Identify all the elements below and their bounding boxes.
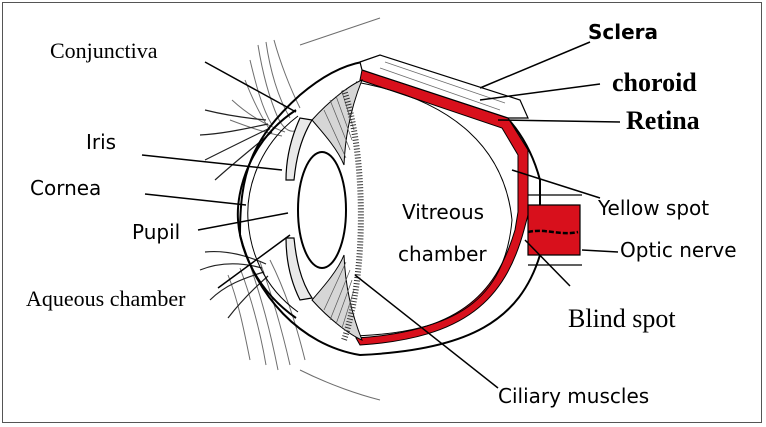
label-conjunctiva: Conjunctiva [50,40,158,62]
label-blind-spot: Blind spot [568,306,676,332]
label-iris: Iris [86,132,116,152]
label-aqueous-chamber: Aqueous chamber [26,288,185,310]
lens [298,152,346,268]
label-vitreous-line2: chamber [398,244,487,264]
leader-choroid [480,84,600,100]
label-vitreous-line1: Vitreous [402,202,484,222]
leader-pupil [198,213,288,230]
leader-cornea [145,194,246,205]
leader-iris [142,155,282,170]
label-sclera: Sclera [588,22,658,42]
label-retina: Retina [626,108,700,134]
label-pupil: Pupil [132,222,180,242]
leader-optic-nerve [582,250,618,252]
leader-conjunctiva [205,62,296,112]
label-choroid: choroid [612,70,697,96]
leader-retina [498,120,620,122]
leader-sclera [480,42,590,88]
label-ciliary-muscles: Ciliary muscles [498,386,649,406]
label-yellow-spot: Yellow spot [598,198,709,218]
label-optic-nerve: Optic nerve [620,240,737,260]
label-cornea: Cornea [30,178,101,198]
